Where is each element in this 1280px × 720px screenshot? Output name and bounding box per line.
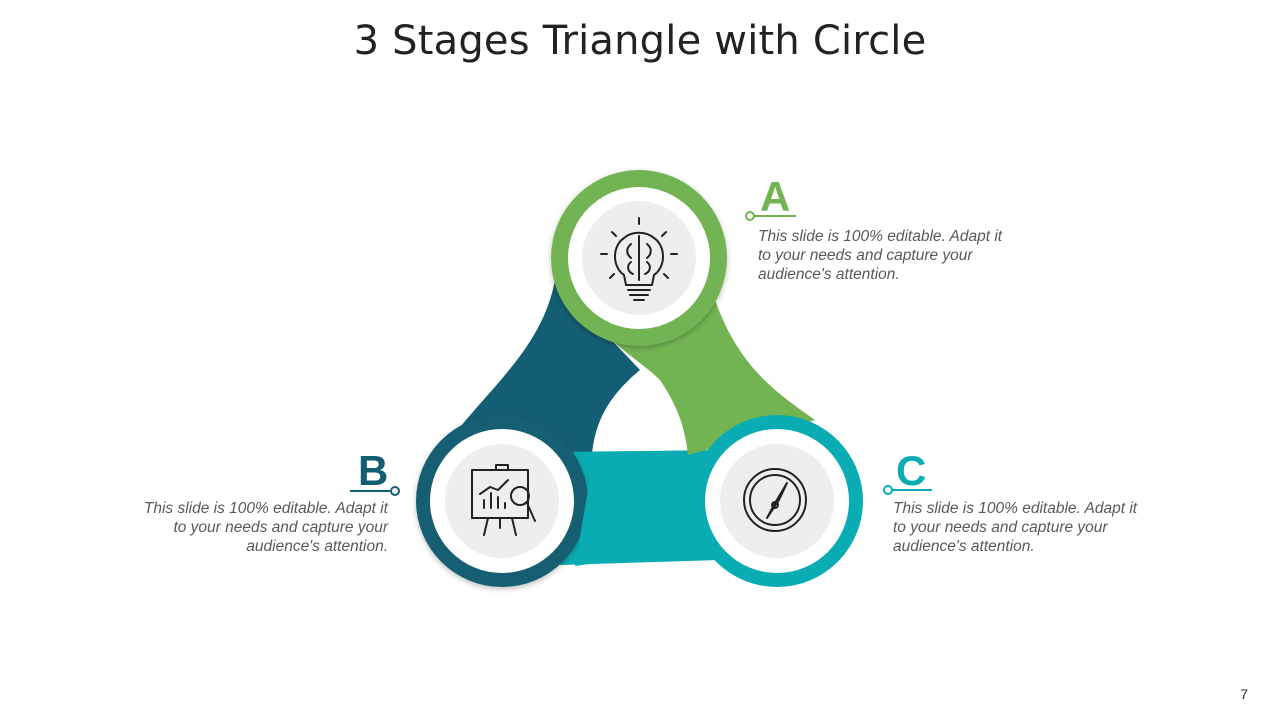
stage-b-letter: B — [358, 447, 389, 494]
brain-lightbulb-icon — [600, 217, 678, 301]
stage-b-connector — [350, 486, 400, 496]
page-number: 7 — [1240, 686, 1248, 702]
stage-c-band-overlay — [575, 452, 724, 566]
stage-a-connector — [745, 211, 796, 221]
slide-title: 3 Stages Triangle with Circle — [353, 18, 927, 64]
stage-a-letter: A — [760, 173, 791, 220]
stage-b-description: This slide is 100% editable. Adapt it to… — [143, 500, 388, 555]
stage-c-letter: C — [896, 447, 927, 494]
stage-c-connector — [883, 485, 932, 495]
stage-b-inner-circle — [445, 444, 559, 558]
stage-c-description: This slide is 100% editable. Adapt it to… — [893, 500, 1138, 555]
compass-icon — [743, 468, 807, 532]
presentation-chart-search-icon — [471, 464, 536, 536]
stage-a-description: This slide is 100% editable. Adapt it to… — [758, 228, 1003, 283]
